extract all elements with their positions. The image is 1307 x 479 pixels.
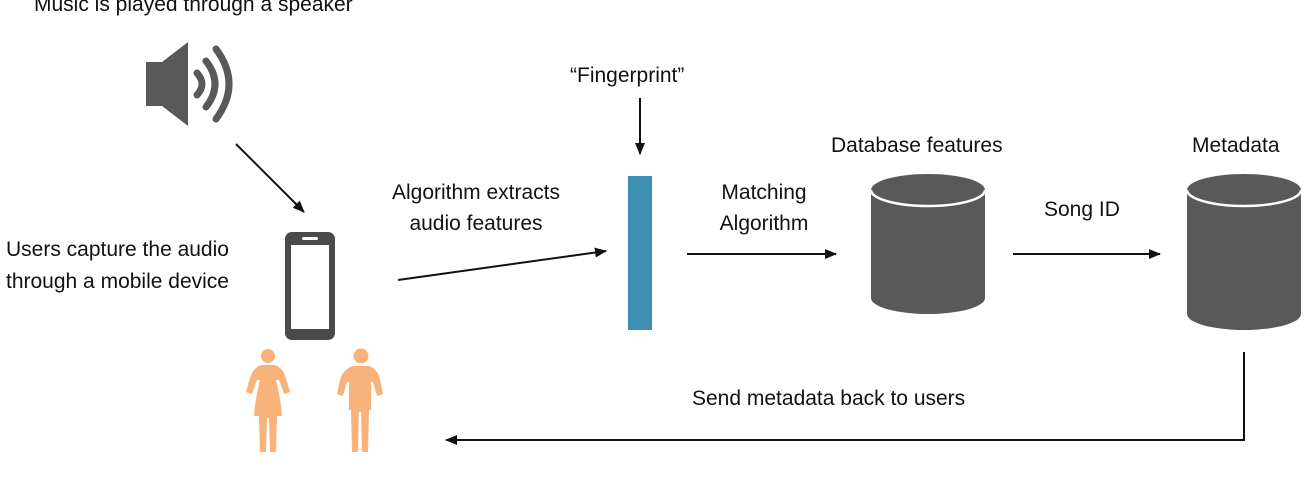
algorithm-label: Algorithm extracts audio features [368, 179, 584, 237]
matching-line2: Algorithm [719, 212, 809, 235]
algorithm-line1: Algorithm extracts [391, 181, 561, 204]
song-id-label: Song ID [1044, 198, 1120, 221]
send-back-label: Send metadata back to users [692, 387, 966, 410]
fingerprint-label: “Fingerprint” [570, 64, 685, 87]
fingerprint-bar [628, 176, 652, 330]
speaker-caption: Music is played through a speaker [34, 0, 353, 16]
metadata-database-icon [1185, 174, 1303, 330]
matching-line1: Matching [721, 181, 807, 204]
speaker-icon [146, 42, 233, 126]
matching-label: Matching Algorithm [690, 179, 838, 237]
users-capture-line2: through a mobile device [6, 270, 229, 293]
arrow-metadata-return [445, 352, 1245, 445]
database-icon [869, 174, 987, 314]
database-features-label: Database features [831, 134, 1003, 157]
woman-icon [246, 349, 290, 452]
arrow-phone-to-fingerprint [397, 247, 607, 281]
algorithm-line2: audio features [409, 212, 543, 235]
arrow-speaker-to-phone [235, 143, 305, 213]
man-icon [337, 348, 383, 452]
users-capture-line1: Users capture the audio [6, 238, 229, 261]
users-capture-label: Users capture the audio through a mobile… [6, 236, 229, 295]
mobile-phone-icon [285, 232, 335, 340]
metadata-label: Metadata [1192, 134, 1280, 157]
